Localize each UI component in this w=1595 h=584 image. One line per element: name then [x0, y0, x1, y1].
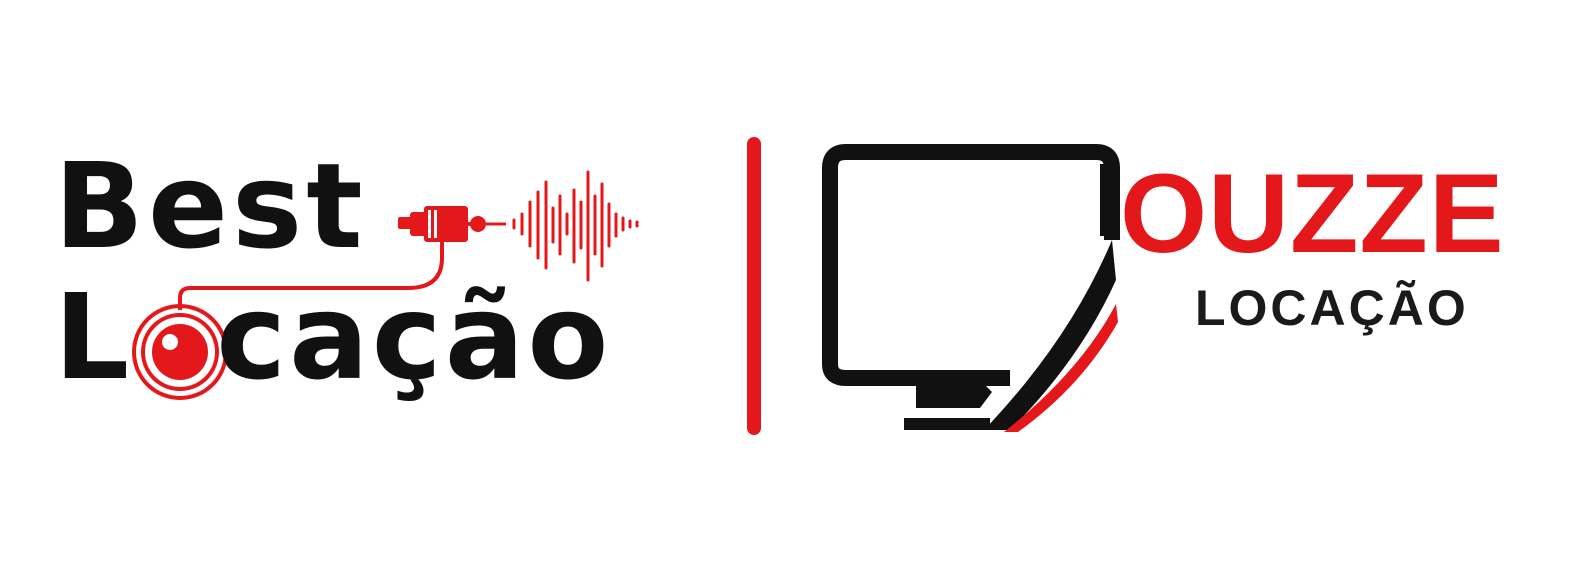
sound-wave-icon — [512, 170, 639, 282]
best-locacao-graphics — [132, 170, 639, 400]
locacao-first-letter: L — [54, 268, 133, 406]
best-wordmark: Best — [54, 137, 367, 275]
ouzze-subtitle: LOCAÇÃO — [1195, 280, 1469, 336]
ouzze-locacao-logo: OUZZE LOCAÇÃO — [820, 140, 1540, 440]
monitor-icon — [822, 144, 1120, 432]
rca-cable-icon — [178, 206, 506, 310]
camera-lens-icon — [132, 304, 228, 400]
locacao-rest: cação — [216, 268, 612, 406]
ouzze-wordmark: OUZZE — [1120, 151, 1505, 276]
logo-divider — [747, 137, 761, 435]
